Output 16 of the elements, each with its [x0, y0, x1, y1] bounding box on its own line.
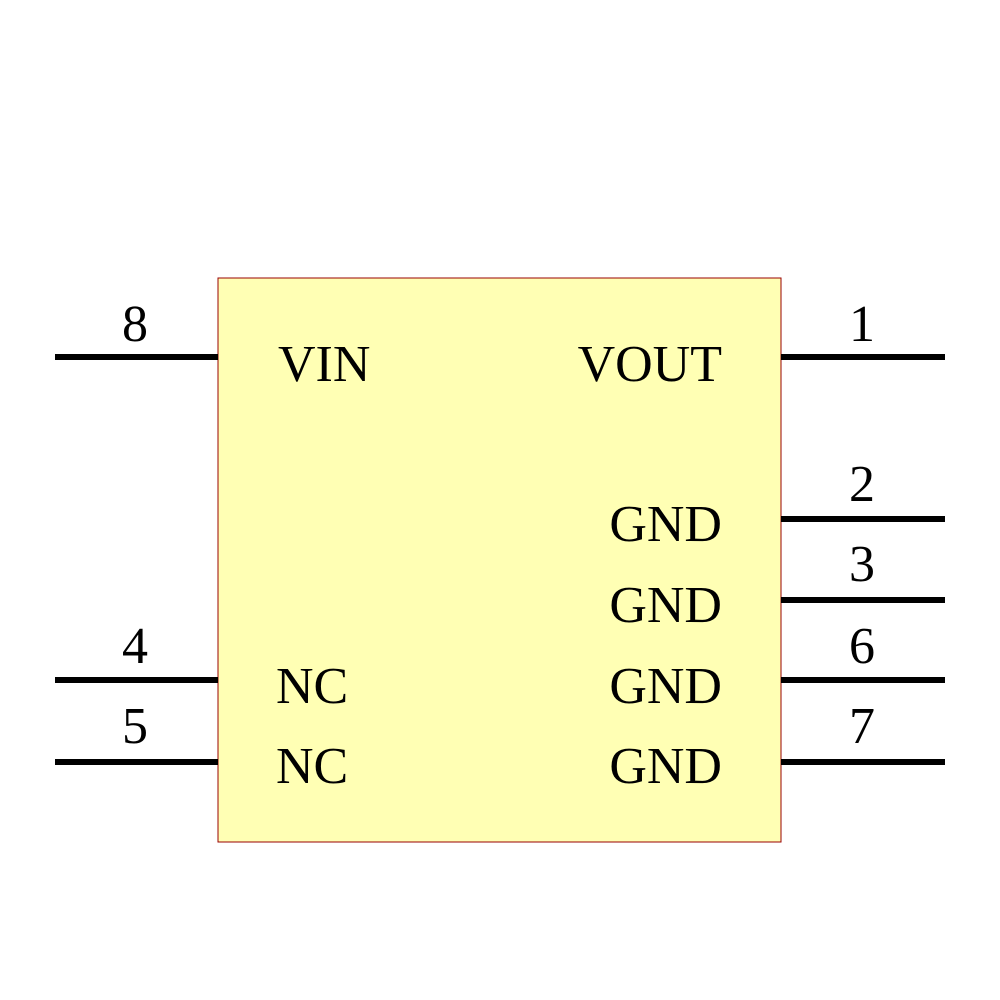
- pin-name: VIN: [278, 339, 370, 391]
- pin-number: 2: [849, 459, 875, 511]
- pin-number: 5: [122, 701, 148, 753]
- pin-name: GND: [609, 741, 722, 793]
- pin-number: 4: [122, 621, 148, 673]
- pin-number: 7: [849, 701, 875, 753]
- pin-number: 8: [122, 299, 148, 351]
- pin-number: 3: [849, 539, 875, 591]
- pin-name: GND: [609, 661, 722, 713]
- pin-number: 6: [849, 621, 875, 673]
- pin-name: NC: [276, 741, 348, 793]
- pin-number: 1: [849, 299, 875, 351]
- pin-name: GND: [609, 580, 722, 632]
- pin-name: NC: [276, 661, 348, 713]
- pin-name: VOUT: [578, 339, 722, 391]
- pin-name: GND: [609, 499, 722, 551]
